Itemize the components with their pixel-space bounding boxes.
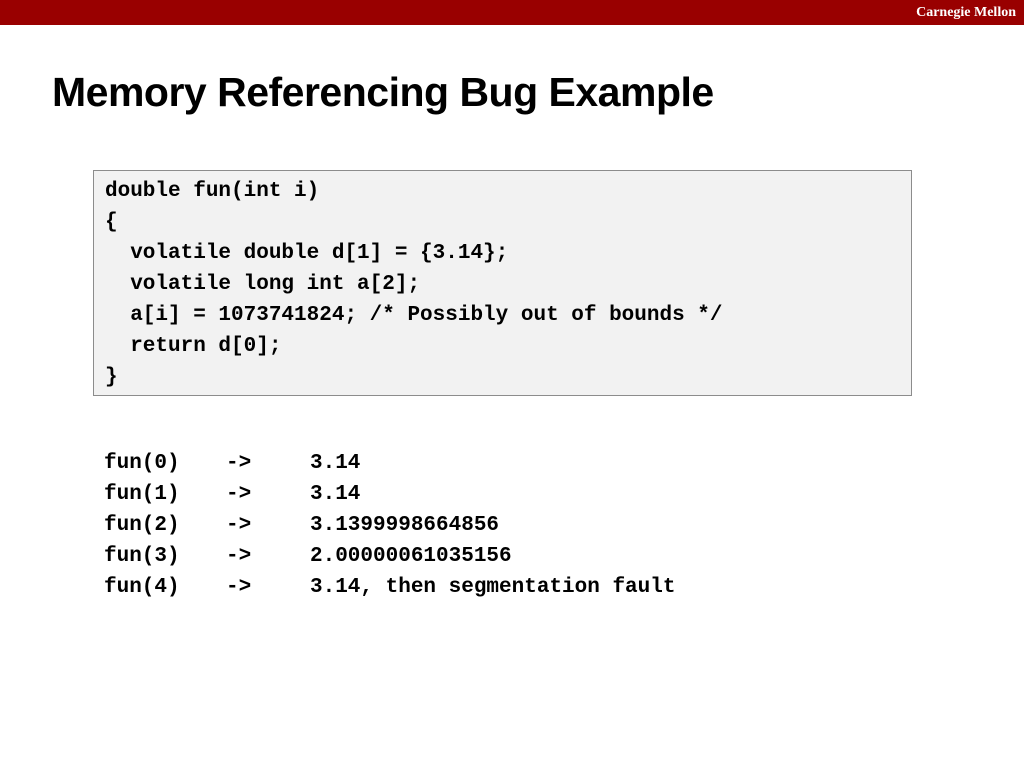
output-value: 3.1399998664856 [310, 514, 500, 537]
slide-title: Memory Referencing Bug Example [52, 69, 714, 115]
output-row: fun(1) -> 3.14 [104, 479, 675, 510]
output-value: 3.14 [310, 452, 361, 475]
code-line: a[i] = 1073741824; /* Possibly out of bo… [105, 304, 723, 327]
header-bar: Carnegie Mellon [0, 0, 1024, 25]
output-call: fun(2) [104, 514, 180, 537]
output-value: 3.14, then segmentation fault [310, 576, 676, 599]
code-line: { [105, 211, 118, 234]
code-line: volatile long int a[2]; [105, 273, 421, 296]
output-arrow: -> [226, 483, 252, 506]
output-call: fun(1) [104, 483, 180, 506]
output-results: fun(0) -> 3.14 fun(1) -> 3.14 fun(2) -> … [104, 448, 675, 603]
code-line: volatile double d[1] = {3.14}; [105, 242, 509, 265]
output-arrow: -> [226, 576, 252, 599]
output-row: fun(3) -> 2.00000061035156 [104, 541, 675, 572]
output-value: 2.00000061035156 [310, 545, 512, 568]
output-call: fun(4) [104, 576, 180, 599]
code-block: double fun(int i) { volatile double d[1]… [93, 170, 912, 396]
output-row: fun(0) -> 3.14 [104, 448, 675, 479]
code-line: double fun(int i) [105, 180, 320, 203]
output-call: fun(0) [104, 452, 180, 475]
output-row: fun(4) -> 3.14, then segmentation fault [104, 572, 675, 603]
code-line: return d[0]; [105, 335, 282, 358]
output-call: fun(3) [104, 545, 180, 568]
output-arrow: -> [226, 452, 252, 475]
brand-label: Carnegie Mellon [916, 5, 1016, 20]
code-line: } [105, 366, 118, 389]
output-arrow: -> [226, 545, 252, 568]
output-arrow: -> [226, 514, 252, 537]
output-value: 3.14 [310, 483, 361, 506]
output-row: fun(2) -> 3.1399998664856 [104, 510, 675, 541]
